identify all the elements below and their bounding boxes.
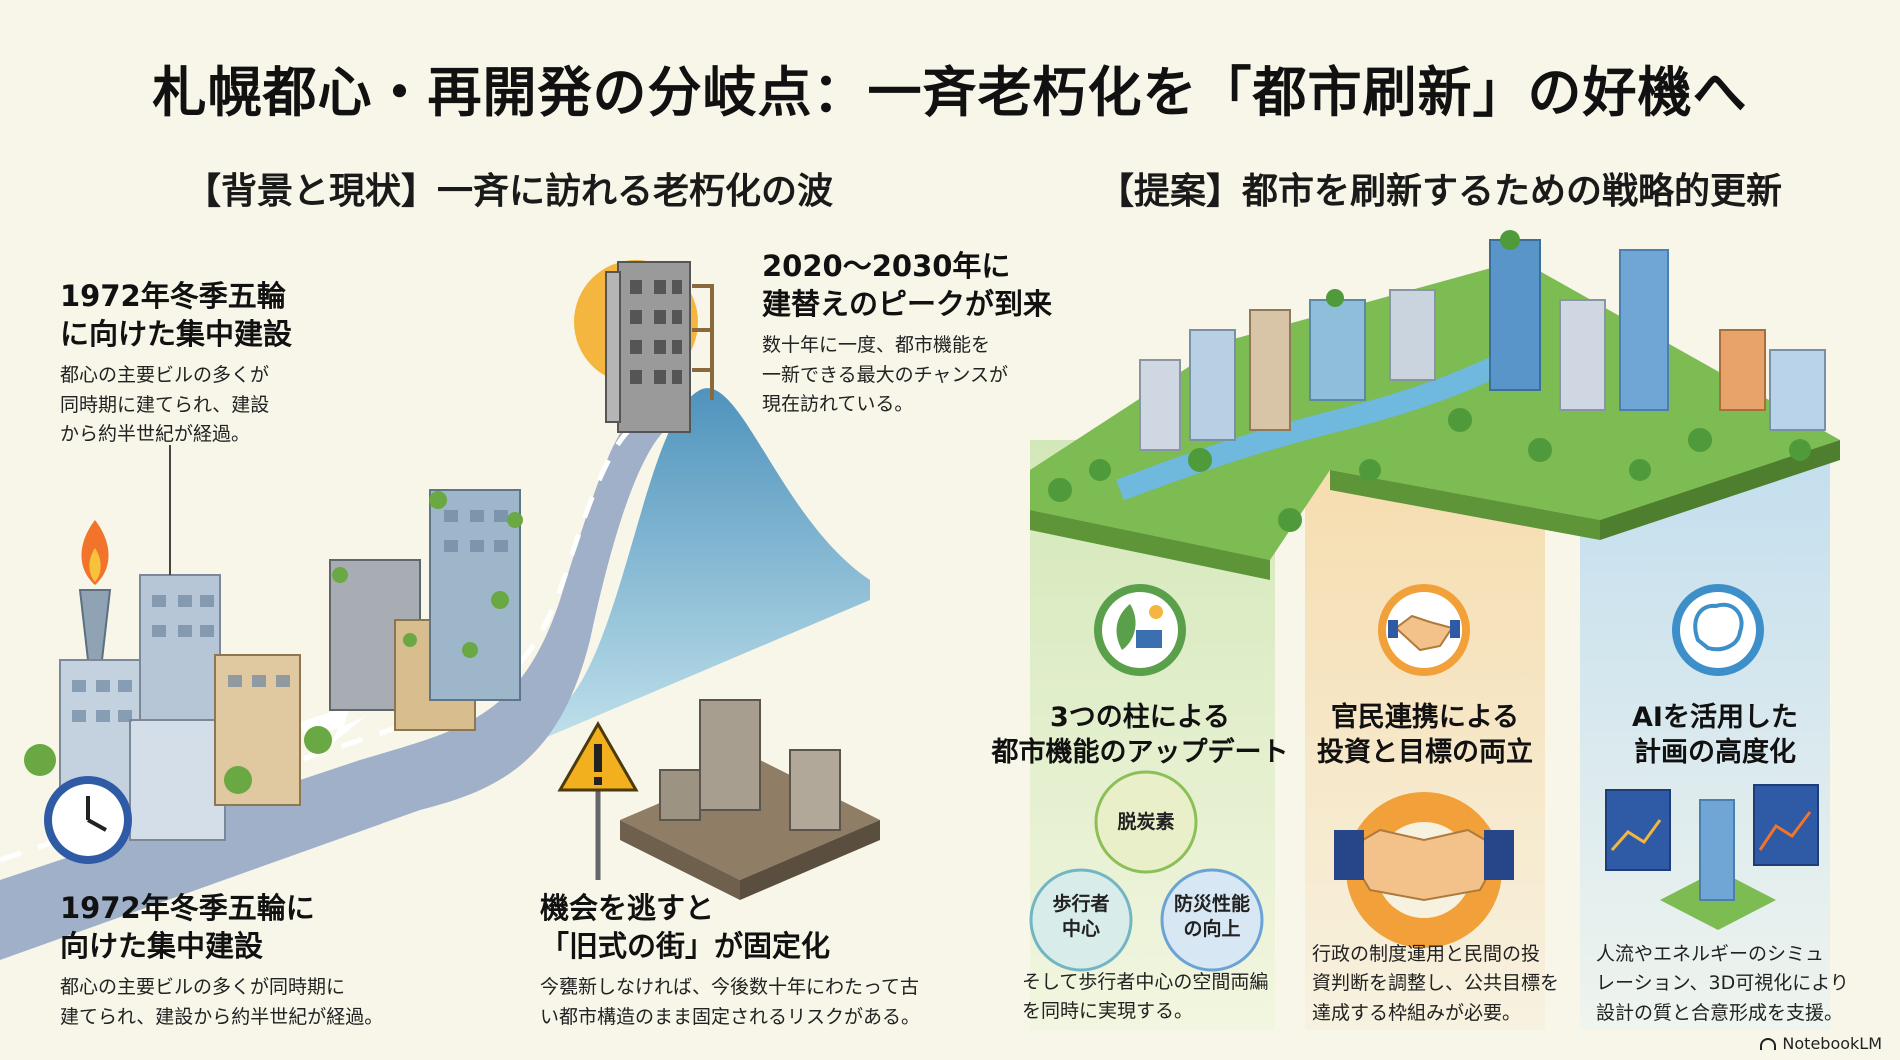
callout-1972-bottom: 1972年冬季五輪に 向けた集中建設 都心の主要ビルの多くが同時期に 建てられ、…	[60, 890, 383, 1032]
olympic-torch-icon	[78, 520, 112, 661]
handshake-icon	[1378, 584, 1470, 676]
callout-1972-top: 1972年冬季五輪 に向けた集中建設 都心の主要ビルの多くが 同時期に建てられ、…	[60, 278, 292, 450]
brain-icon	[1672, 584, 1764, 676]
callout-risk: 機会を逃すと 「旧式の街」が固定化 今甕新しなければ、今後数十年にわたって古 い…	[540, 890, 920, 1032]
venn-label-disaster-prevention: 防災性能 の向上	[1173, 893, 1250, 940]
pillar-2-title: 官民連携による 投資と目標の両立	[1317, 702, 1533, 769]
pillar-3-body: 人流やエネルギーのシミュ レーション、3D可視化により 設計の質と合意形成を支援…	[1596, 943, 1849, 1024]
warning-sign-icon	[557, 720, 639, 880]
callout-body: 今甕新しなければ、今後数十年にわたって古 い都市構造のまま固定されるリスクがある…	[540, 976, 921, 1028]
green-city-illustration	[1030, 230, 1840, 580]
aging-wave-shape	[540, 388, 870, 740]
pillar-1-body: そして歩行者中心の空間両編 を同時に実現する。	[1022, 971, 1269, 1023]
gear-handshake-icon	[1334, 792, 1514, 948]
road	[0, 408, 680, 960]
brand-label: NotebookLM	[1782, 1034, 1882, 1053]
callout-title: 向けた集中建設	[60, 928, 264, 963]
ai-dashboard-illustration	[1605, 784, 1819, 930]
ruined-city-block	[620, 699, 880, 900]
pillar-2-body: 行政の制度運用と民間の投 資判断を調整し、公共目標を 達成する枠組みが必要。	[1312, 943, 1560, 1024]
venn-label-pedestrian: 歩行者 中心	[1052, 893, 1110, 940]
callout-title: 2020〜2030年に	[762, 249, 1011, 283]
callout-title: 1972年冬季五輪に	[60, 891, 315, 925]
callout-title: に向けた集中建設	[60, 316, 293, 351]
clock-icon	[44, 776, 132, 864]
callout-body: 数十年に一度、都市機能を 一新できる最大のチャンスが 現在訪れている。	[762, 334, 1009, 416]
callout-body: 都心の主要ビルの多くが 同時期に建てられ、建設 から約半世紀が経過。	[60, 364, 270, 446]
callout-title: 機会を逃すと	[540, 891, 715, 925]
callout-peak: 2020〜2030年に 建替えのピークが到来 数十年に一度、都市機能を 一新でき…	[762, 248, 1052, 420]
callout-title: 建替えのピークが到来	[762, 286, 1053, 321]
right-section-heading: 【提案】都市を刷新するための戦略的更新	[1098, 171, 1783, 212]
callout-title: 1972年冬季五輪	[60, 279, 286, 313]
venn-diagram	[1029, 770, 1264, 972]
venn-label-decarbonization: 脱炭素	[1117, 811, 1175, 833]
page-title: 札幌都心・再開発の分岐点：一斉老朽化を「都市刷新」の好機へ	[152, 61, 1748, 124]
callout-title: 「旧式の街」が固定化	[540, 928, 831, 963]
pillar-column-blue	[1580, 440, 1830, 1030]
notebooklm-logo-icon	[1760, 1037, 1777, 1050]
leaf-solar-icon	[1094, 584, 1186, 676]
pillar-3-title: AIを活用した 計画の高度化	[1632, 702, 1798, 769]
left-section-heading: 【背景と現状】一斉に訪れる老朽化の波	[185, 171, 834, 212]
pillar-1-title: 3つの柱による 都市機能のアップデート	[991, 702, 1289, 769]
notebooklm-brand: NotebookLM	[1760, 1034, 1882, 1053]
callout-body: 都心の主要ビルの多くが同時期に 建てられ、建設から約半世紀が経過。	[60, 976, 384, 1028]
